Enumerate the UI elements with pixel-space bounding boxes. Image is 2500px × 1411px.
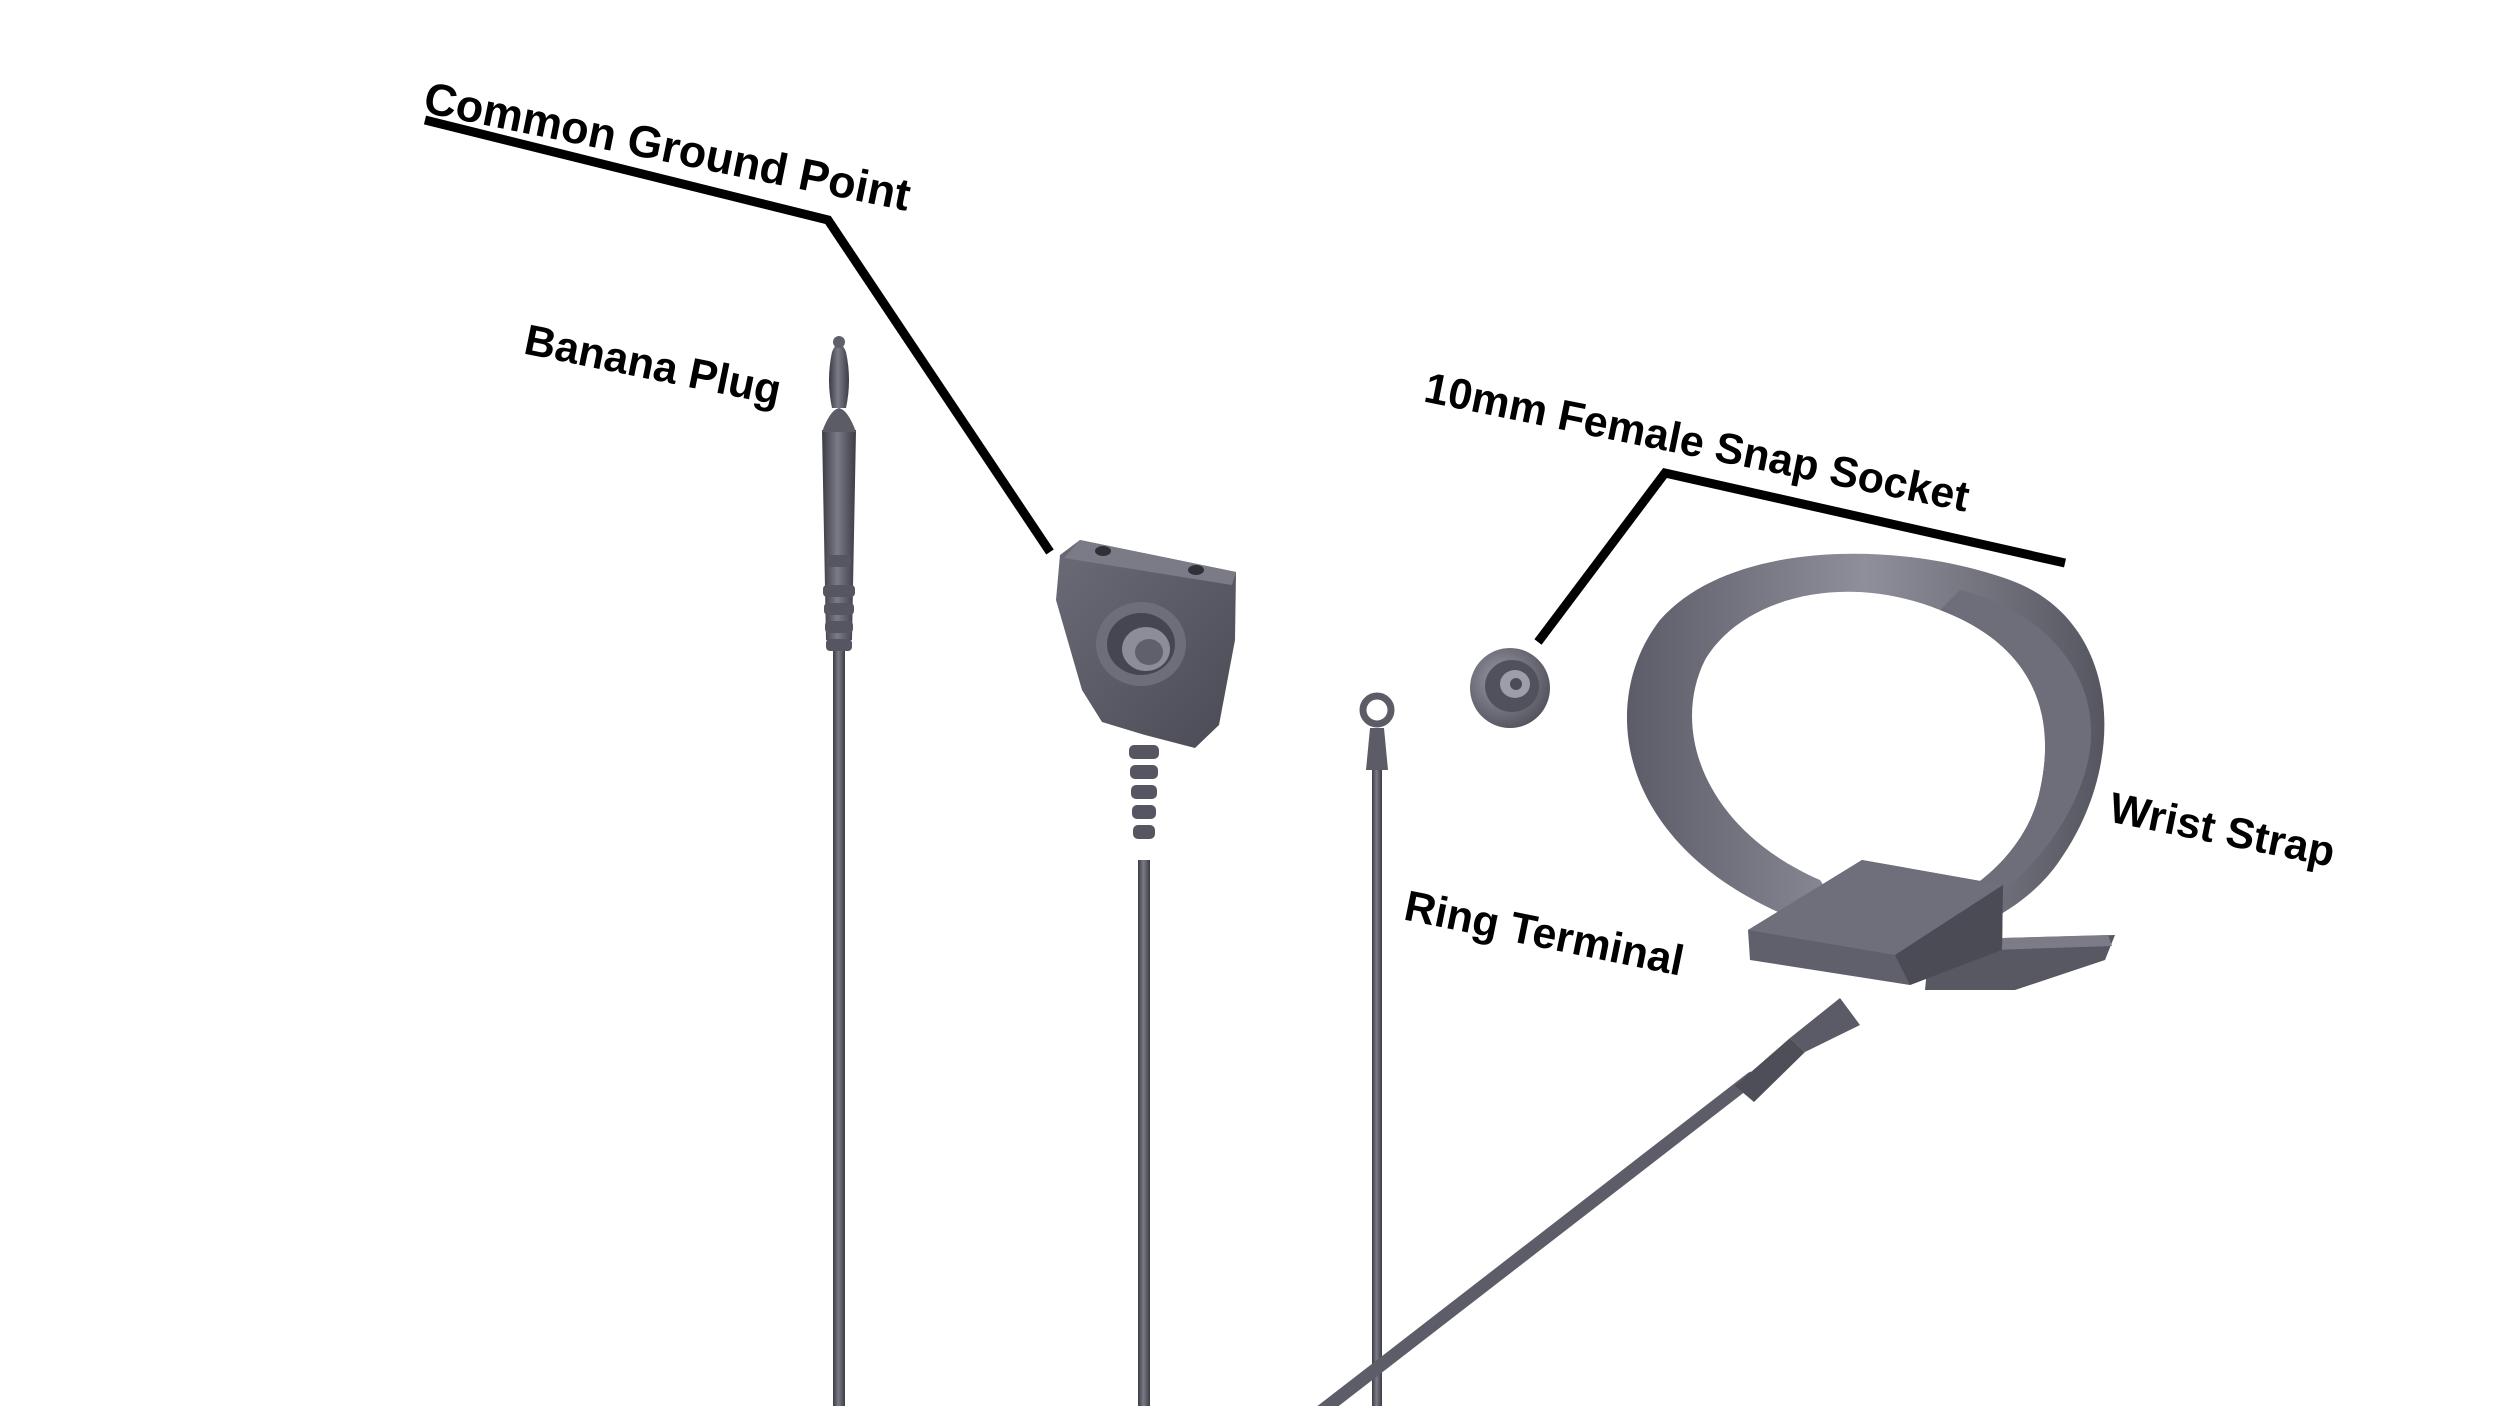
common-ground-leader-line <box>423 115 1054 555</box>
banana-plug <box>822 336 856 1411</box>
wrist-strap <box>1626 553 2115 990</box>
ring-terminal <box>1359 692 1395 1411</box>
snap-socket <box>1470 648 1550 728</box>
wrist-strap-cord <box>1311 998 1860 1411</box>
common-ground-point <box>1056 540 1236 1411</box>
snap-socket-leader-line <box>1534 467 2066 645</box>
